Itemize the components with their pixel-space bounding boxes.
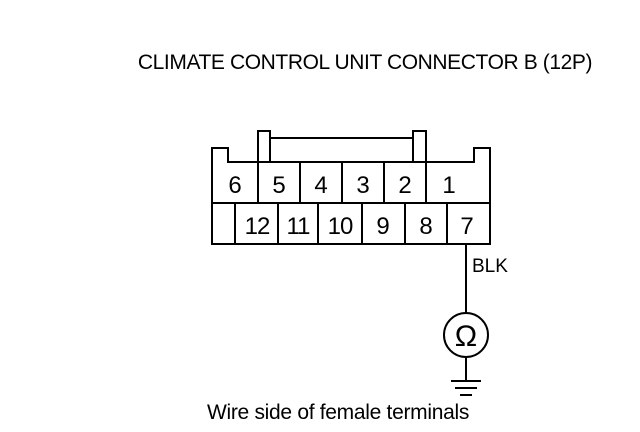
diagram-title: CLIMATE CONTROL UNIT CONNECTOR B (12P)	[137, 51, 593, 74]
pin-6-label: 6	[228, 172, 241, 199]
ohm-symbol: Ω	[455, 320, 477, 353]
pin-2-label: 2	[398, 172, 411, 199]
pin-11-label: 11	[287, 213, 311, 240]
connector-body	[211, 147, 491, 245]
pin-3-label: 3	[356, 172, 369, 199]
pin-12-label: 12	[245, 213, 270, 240]
top-row-pins: 6 5 4 3 2 1	[228, 172, 455, 199]
connector-latch	[257, 130, 427, 162]
ground-icon	[451, 380, 481, 396]
pin-10-label: 10	[328, 213, 353, 240]
diagram-caption: Wire side of female terminals	[206, 401, 470, 424]
wire-color-label: BLK	[472, 256, 508, 277]
pin-5-label: 5	[272, 172, 285, 199]
bottom-row-pins: 12 11 10 9 8 7	[245, 213, 474, 240]
pin-9-label: 9	[376, 213, 389, 240]
pin-4-label: 4	[314, 172, 327, 199]
pin-1-label: 1	[442, 172, 455, 199]
ohmmeter-icon: Ω	[443, 312, 489, 358]
top-row-dividers	[257, 162, 427, 203]
bottom-row-dividers	[234, 203, 448, 244]
pin-8-label: 8	[419, 213, 432, 240]
pin-7-label: 7	[460, 213, 473, 240]
